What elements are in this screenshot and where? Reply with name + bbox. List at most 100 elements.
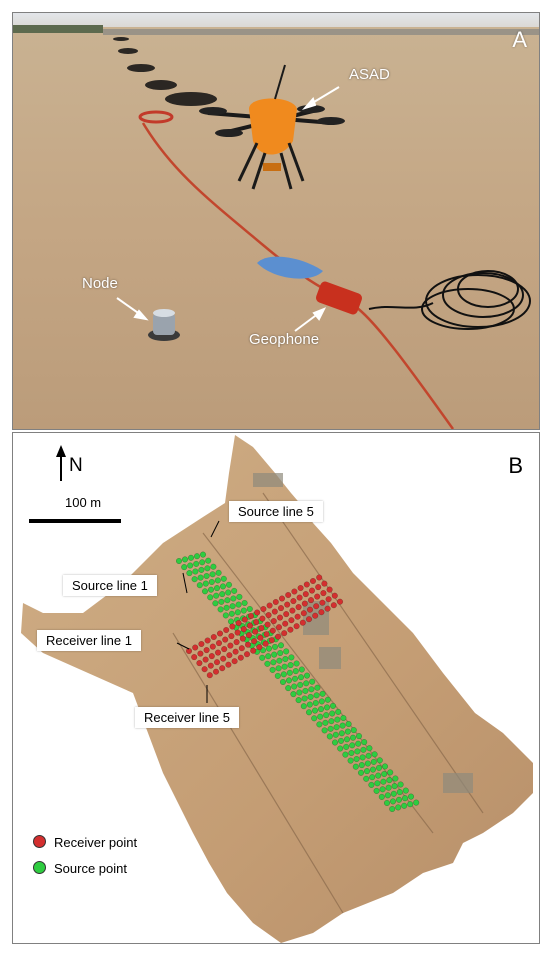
receiver-point — [331, 592, 338, 599]
source-point — [306, 701, 313, 708]
source-point — [319, 690, 326, 697]
source-point — [383, 799, 391, 807]
distant-wall — [103, 29, 539, 35]
source-point — [355, 733, 363, 740]
source-point — [276, 657, 283, 664]
source-point — [395, 804, 402, 811]
source-point — [331, 739, 339, 746]
source-point — [199, 551, 207, 558]
source-point — [353, 755, 360, 763]
source-point — [407, 801, 414, 808]
source-point — [199, 559, 206, 566]
source-point — [389, 798, 397, 805]
source-point — [227, 618, 235, 625]
source-point — [308, 686, 315, 693]
source-point — [240, 607, 247, 614]
source-point — [363, 768, 371, 775]
source-point — [349, 742, 356, 749]
survey-map-panel: B N 100 m Source line 5 Source line 1 Re… — [12, 432, 540, 944]
survey-map — [21, 435, 533, 943]
source-point — [381, 770, 388, 778]
receiver-point — [282, 620, 289, 627]
receiver-point — [259, 615, 266, 622]
source-point — [285, 685, 292, 692]
source-point — [333, 724, 340, 731]
source-point — [401, 795, 409, 802]
receiver-point — [232, 648, 239, 655]
source-point — [285, 677, 293, 684]
source-point — [201, 588, 209, 595]
legend-source-label: Source point — [54, 861, 127, 876]
receiver-point — [297, 584, 304, 592]
source-point — [220, 575, 227, 582]
source-point — [378, 793, 385, 800]
receiver-point — [302, 591, 309, 598]
source-point — [297, 674, 305, 681]
source-point — [347, 757, 354, 764]
legend-receiver: Receiver point — [33, 835, 137, 850]
source-point — [228, 610, 235, 617]
receiver-point — [303, 581, 310, 588]
source-point — [401, 802, 408, 809]
receiver-point — [251, 638, 258, 645]
source-point — [259, 654, 266, 661]
source-point — [202, 580, 209, 587]
source-point — [379, 786, 386, 793]
receiver-point — [233, 639, 240, 646]
receiver-point — [227, 642, 234, 649]
source-point — [274, 672, 281, 679]
source-point — [376, 757, 383, 764]
receiver-point — [276, 614, 284, 621]
source-point — [303, 672, 311, 679]
receiver-point — [207, 662, 214, 669]
receiver-point — [294, 613, 301, 620]
source-point — [277, 649, 284, 657]
north-arrow — [56, 445, 66, 481]
source-point — [369, 766, 377, 773]
source-point — [413, 799, 420, 806]
source-point — [337, 737, 345, 744]
receiver-point — [321, 580, 328, 587]
source-point — [316, 721, 323, 728]
receiver-point — [185, 647, 193, 655]
source-point — [348, 749, 355, 757]
source-point — [187, 562, 194, 569]
source-point — [352, 763, 359, 770]
receiver-point — [228, 633, 235, 640]
orange-cable — [141, 122, 455, 429]
receiver-point — [196, 660, 203, 667]
receiver-point — [264, 621, 271, 628]
source-point — [361, 739, 368, 746]
scale-label: 100 m — [65, 495, 102, 510]
receiver-point — [265, 612, 272, 619]
receiver-point — [295, 604, 302, 611]
label-arrows — [116, 86, 340, 332]
receiver-point — [336, 598, 344, 605]
source-point — [302, 687, 309, 694]
source-dot-icon — [33, 861, 46, 874]
source-point — [337, 745, 344, 752]
source-point — [371, 751, 378, 758]
source-point — [292, 668, 299, 675]
distant-cable-bundles — [113, 37, 217, 106]
receiver-point — [258, 625, 265, 632]
source-point — [298, 666, 305, 673]
source-point — [287, 662, 294, 669]
receiver-point — [240, 626, 247, 633]
source-point — [326, 733, 333, 740]
source-point — [225, 589, 232, 596]
receiver-point — [319, 599, 326, 606]
asad-label: ASAD — [349, 66, 390, 83]
source-point — [322, 719, 329, 726]
source-point — [350, 727, 357, 734]
receiver-point — [226, 652, 233, 659]
source-point — [391, 783, 398, 790]
receiver-point — [219, 665, 226, 672]
source-point — [312, 699, 319, 707]
source-point — [191, 576, 198, 583]
source-point — [384, 792, 391, 799]
source-point — [355, 740, 362, 747]
source-point — [314, 684, 321, 691]
source-point — [235, 601, 242, 608]
source-point — [229, 603, 236, 610]
